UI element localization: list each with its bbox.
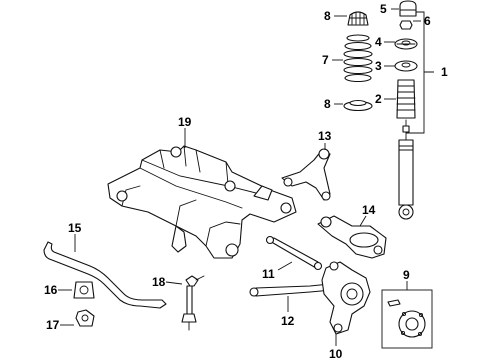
callout-5: 5 — [380, 2, 387, 16]
toe-link-part — [265, 235, 323, 271]
callout-18: 18 — [152, 275, 166, 289]
callout-8-top: 8 — [324, 9, 331, 23]
knuckle-part — [321, 261, 371, 335]
callout-1: 1 — [441, 65, 448, 79]
callout-16: 16 — [44, 283, 58, 297]
top-isolator-part — [347, 11, 369, 26]
upper-arm-part — [281, 148, 331, 201]
callout-2: 2 — [375, 92, 382, 106]
stabilizer-bushing-part — [73, 281, 95, 299]
callout-4: 4 — [375, 35, 382, 49]
callout-19: 19 — [178, 115, 192, 129]
coil-spring-part — [343, 34, 373, 83]
dust-boot-part — [396, 79, 416, 119]
nut-6-part — [399, 20, 413, 30]
lower-isolator-part — [343, 99, 373, 112]
lateral-link-part — [249, 282, 335, 297]
subframe-part — [107, 145, 297, 259]
callout-7: 7 — [322, 53, 329, 67]
stabilizer-bar-part — [43, 241, 167, 309]
shock-absorber-part — [398, 119, 414, 220]
callout-13: 13 — [318, 129, 332, 143]
stabilizer-link-part — [181, 275, 205, 331]
callout-10: 10 — [329, 347, 343, 360]
callout-11: 11 — [262, 267, 275, 281]
callout-14: 14 — [362, 203, 376, 217]
spring-seat-part — [394, 60, 418, 72]
callout-12: 12 — [281, 314, 295, 328]
callout-6: 6 — [424, 14, 431, 28]
callout-17: 17 — [46, 318, 60, 332]
stabilizer-bracket-part — [75, 309, 95, 327]
mount-plate-part — [394, 38, 418, 50]
callout-9: 9 — [403, 268, 410, 282]
callout-8-lower: 8 — [324, 97, 331, 111]
lower-arm-part — [317, 215, 387, 259]
callout-15: 15 — [68, 221, 82, 235]
callout-3: 3 — [375, 59, 382, 73]
bump-cap-part — [399, 0, 417, 17]
hub-bearing-part — [387, 299, 426, 338]
